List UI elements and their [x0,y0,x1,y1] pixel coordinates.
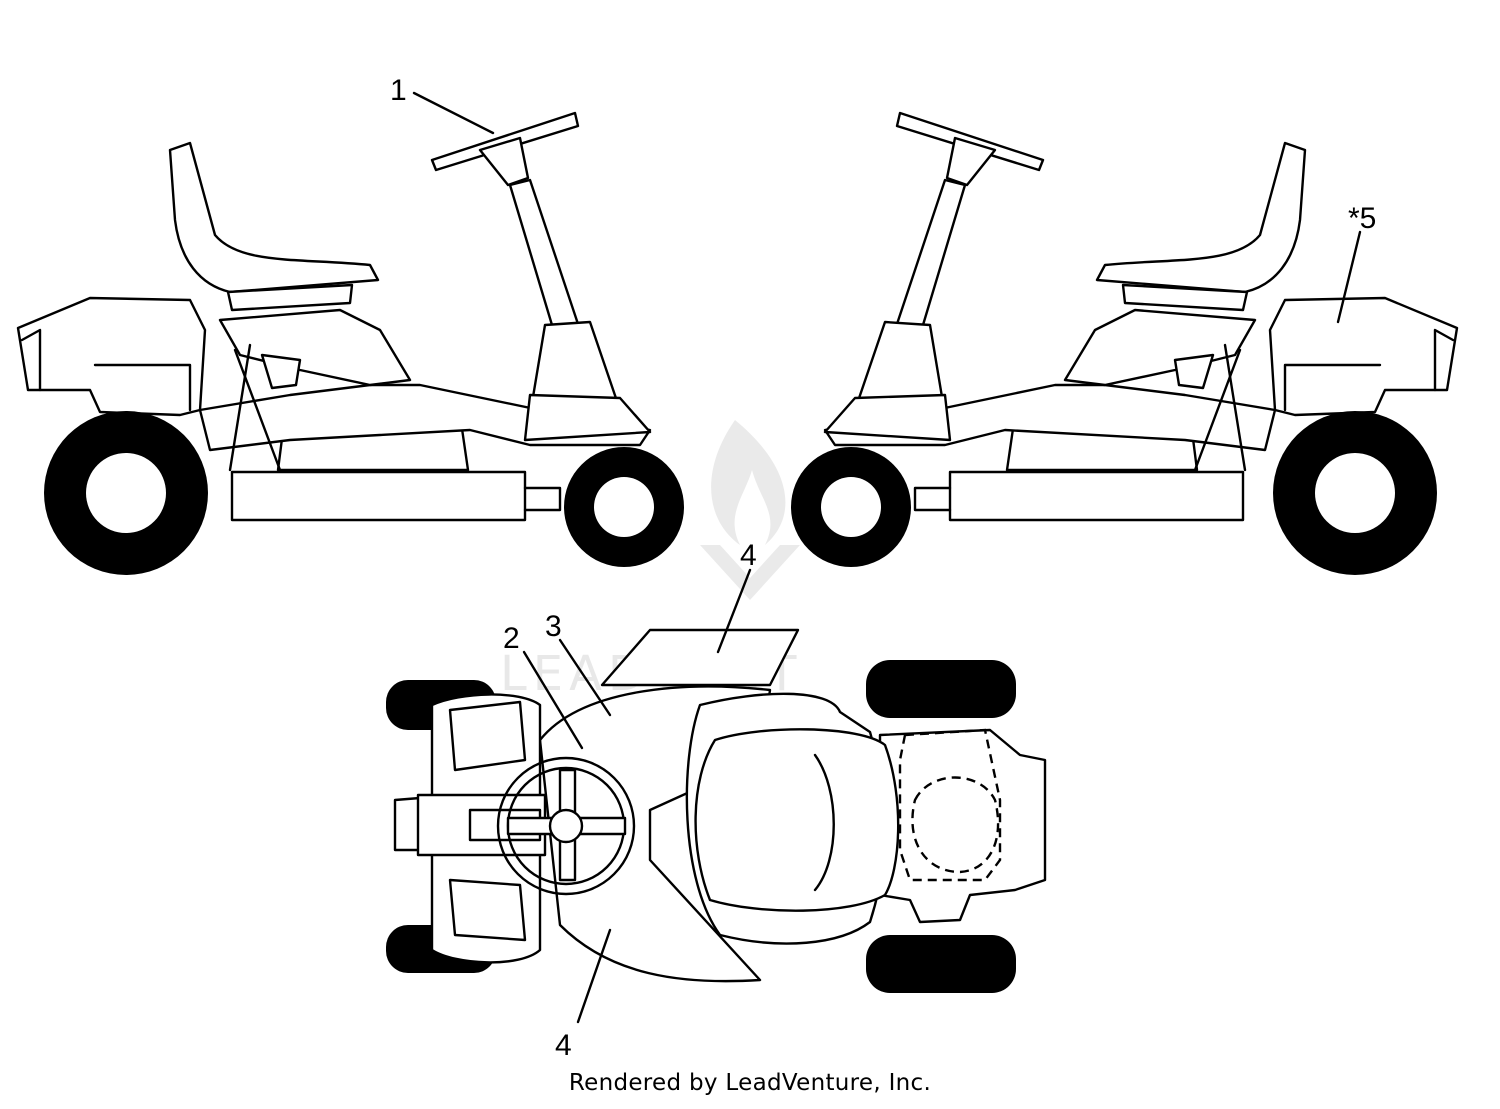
footer-credit: Rendered by LeadVenture, Inc. [568,1070,932,1096]
callout-3: 3 [545,610,562,643]
steering-wheel-top [496,756,636,896]
steering-column [508,178,582,337]
callout-4-bottom: 4 [555,1029,572,1062]
callout-5: *5 [1348,202,1376,235]
right-side-view [791,111,1459,575]
decal-panel-top [600,628,800,687]
engine [16,296,207,417]
rear-right-wheel [866,935,1016,993]
callout-2: 2 [503,622,520,655]
callout-4-bottom-leader [576,928,612,1024]
top-view [386,628,1047,993]
left-side-view [16,111,684,575]
callout-4-top: 4 [740,539,757,572]
callout-4-top-leader [716,568,752,654]
engine-top [878,728,1047,924]
fender [218,308,412,387]
callout-1: 1 [390,74,407,107]
callout-1-leader [412,91,495,135]
rear-left-wheel [866,660,1016,718]
callout-2-leader [522,650,584,750]
seat [168,141,380,294]
callout-5-leader [1336,230,1362,324]
callout-3-leader [558,638,612,717]
mower-deck [230,470,527,522]
